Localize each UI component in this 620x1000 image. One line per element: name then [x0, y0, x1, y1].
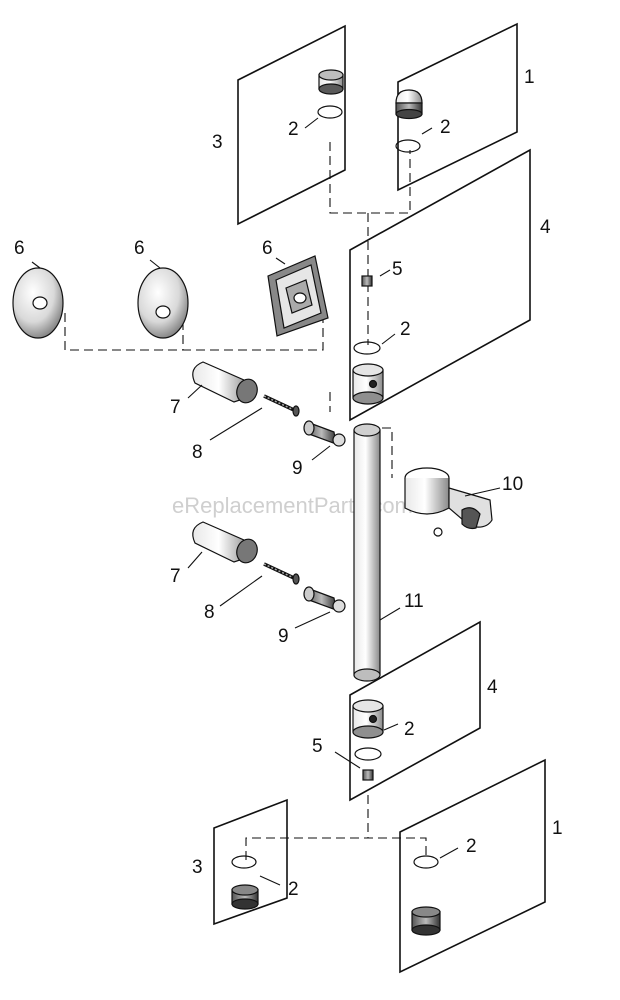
wall-plate-4-bottom	[349, 620, 481, 802]
callout-part-5-top: 5	[392, 259, 403, 280]
callout-labels: 1 2 2 3 4 6 6 6 5 2 7 8 9 10 7 11 8 9 4 …	[14, 67, 563, 900]
rail-bracket-top	[352, 363, 384, 405]
rail-bracket-bottom	[352, 699, 384, 739]
callout-part-10: 10	[502, 474, 523, 495]
screw-part-8-top	[263, 394, 300, 417]
wall-plate-4-top	[349, 148, 531, 422]
callout-part-3-bottom: 3	[192, 857, 203, 878]
callout-part-5-bottom: 5	[312, 736, 323, 757]
slide-bar-part-11	[353, 423, 381, 682]
callout-part-9-bottom: 9	[278, 626, 289, 647]
callout-part-2-d: 2	[404, 719, 415, 740]
callout-part-2-b: 2	[440, 117, 451, 138]
hand-shower-holder-part-10	[404, 467, 493, 537]
callout-part-1-bottom: 1	[552, 818, 563, 839]
o-ring-part-2	[231, 105, 439, 869]
cap-bottom-left	[231, 884, 259, 910]
escutcheon-round-middle	[137, 267, 189, 339]
callout-part-2-f: 2	[288, 879, 299, 900]
escutcheon-square	[267, 255, 329, 337]
wall-sleeve-part-7-bottom	[192, 521, 258, 564]
cap-top-left	[318, 69, 344, 95]
callout-part-8-bottom: 8	[204, 602, 215, 623]
wall-plate-1-top	[397, 22, 518, 192]
wall-plate-1-bottom	[399, 758, 546, 974]
callout-part-11: 11	[404, 591, 424, 612]
wall-plate-3-top	[237, 24, 346, 226]
callout-part-3-top: 3	[212, 132, 223, 153]
wall-plate-3-bottom	[213, 798, 288, 926]
escutcheon-round-left	[12, 267, 64, 339]
callout-part-2-a: 2	[288, 119, 299, 140]
anchor-part-9-bottom	[303, 586, 346, 613]
wall-sleeve-part-7-top	[192, 361, 258, 404]
callout-part-7-top: 7	[170, 397, 181, 418]
callout-part-1-top: 1	[524, 67, 535, 88]
screw-part-8-bottom	[263, 562, 300, 585]
callout-part-2-c: 2	[400, 319, 411, 340]
anchor-part-9-top	[303, 420, 346, 447]
cap-bottom-right	[411, 906, 441, 936]
callout-part-8-top: 8	[192, 442, 203, 463]
callout-part-6-a: 6	[14, 238, 25, 259]
callout-part-4-top: 4	[540, 217, 551, 238]
callout-part-2-e: 2	[466, 836, 477, 857]
callout-part-6-c: 6	[262, 238, 273, 259]
callout-part-9-top: 9	[292, 458, 303, 479]
set-screw-part-5	[361, 275, 374, 781]
callout-part-7-bottom: 7	[170, 566, 181, 587]
cap-top-right	[395, 89, 423, 120]
callout-part-6-b: 6	[134, 238, 145, 259]
callout-part-4-bottom: 4	[487, 677, 498, 698]
callout-leader-lines	[31, 117, 501, 886]
